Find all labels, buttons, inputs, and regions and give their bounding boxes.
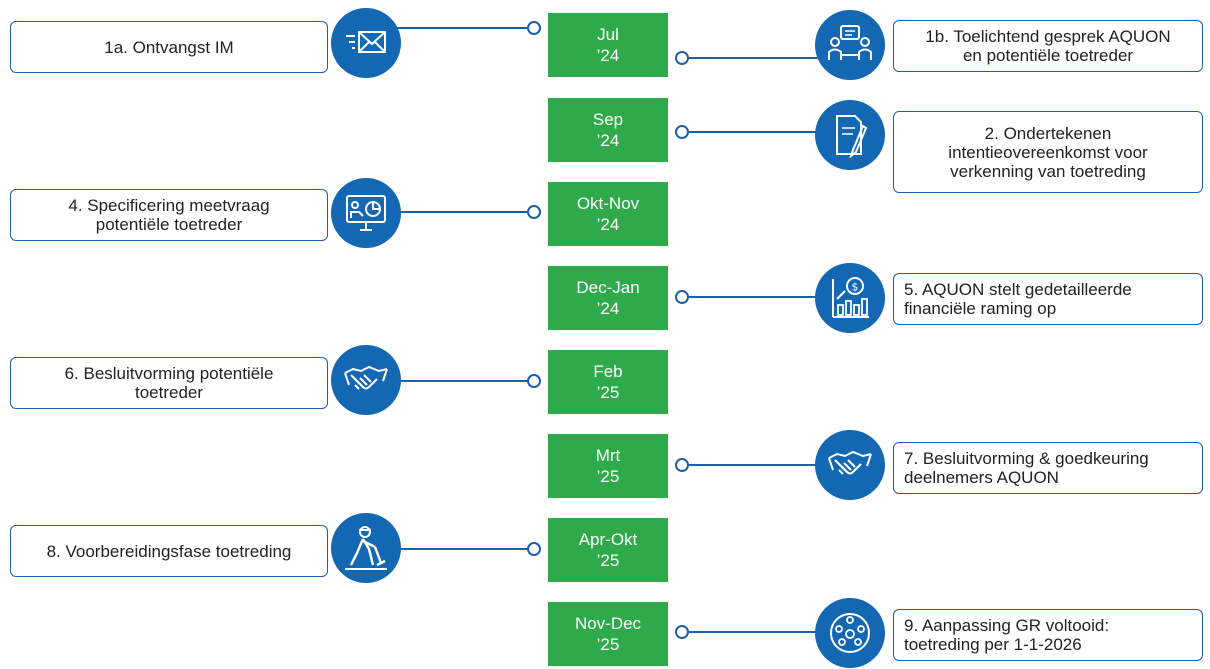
- date-box: Dec-Jan ’24: [548, 266, 668, 330]
- meeting-icon: [815, 10, 885, 80]
- date-month-label: Apr-Okt: [578, 530, 638, 549]
- milestone-label-line: intentieovereenkomst voor: [948, 142, 1148, 162]
- finance-chart-icon: $: [815, 263, 885, 333]
- connector-node: [527, 542, 541, 556]
- connector-node: [675, 458, 689, 472]
- svg-text:$: $: [852, 281, 859, 294]
- date-box: Sep ’24: [548, 98, 668, 162]
- milestone-label-line: 1a. Ontvangst IM: [104, 37, 234, 57]
- milestone-label-line: en potentiële toetreder: [962, 46, 1134, 65]
- milestone-label-line: 4. Specificering meetvraag: [68, 196, 270, 215]
- milestone-label-box: 9. Aanpassing GR voltooid:toetreding per…: [893, 609, 1203, 661]
- connector-node: [675, 51, 689, 65]
- date-year-label: ’25: [596, 383, 620, 402]
- connector-node: [675, 625, 689, 639]
- date-month-label: Jul: [597, 25, 619, 44]
- milestone-label-line: 2. Ondertekenen: [984, 123, 1112, 143]
- milestone-label-line: 1b. Toelichtend gesprek AQUON: [925, 27, 1171, 46]
- milestone-label-line: deelnemers AQUON: [904, 468, 1059, 487]
- date-month-label: Dec-Jan: [576, 278, 640, 297]
- date-box: Jul ’24: [548, 13, 668, 77]
- date-month-label: Nov-Dec: [574, 614, 642, 633]
- date-box: Okt-Nov ’24: [548, 182, 668, 246]
- date-month-label: Mrt: [595, 446, 621, 465]
- milestone-label-line: 8. Voorbereidingsfase toetreding: [46, 541, 292, 561]
- connector-node: [527, 21, 541, 35]
- date-box: Feb ’25: [548, 350, 668, 414]
- connector-node: [527, 205, 541, 219]
- date-month-label: Okt-Nov: [576, 194, 640, 213]
- milestone-label-line: 5. AQUON stelt gedetailleerde: [904, 280, 1132, 299]
- milestone-label-line: 6. Besluitvorming potentiële: [64, 364, 274, 383]
- handshake-icon: [815, 430, 885, 500]
- date-box: Nov-Dec ’25: [548, 602, 668, 666]
- milestone-label-line: 7. Besluitvorming & goedkeuring: [904, 449, 1149, 468]
- community-network-icon: [815, 598, 885, 668]
- milestone-label-line: verkenning van toetreding: [950, 161, 1146, 181]
- date-year-label: ’24: [596, 299, 620, 318]
- date-year-label: ’24: [596, 215, 620, 234]
- connector-node: [675, 290, 689, 304]
- date-year-label: ’24: [596, 46, 620, 65]
- milestone-label-line: 9. Aanpassing GR voltooid:: [904, 616, 1110, 635]
- date-year-label: ’25: [596, 635, 620, 654]
- connector-node: [527, 374, 541, 388]
- milestone-label-box: 1a. Ontvangst IM: [10, 21, 328, 73]
- presentation-chart-icon: [331, 178, 401, 248]
- date-box: Mrt ’25: [548, 434, 668, 498]
- handshake-icon: [331, 345, 401, 415]
- date-year-label: ’25: [596, 551, 620, 570]
- date-month-label: Feb: [593, 362, 623, 381]
- date-year-label: ’24: [596, 131, 620, 150]
- worker-digging-icon: [331, 513, 401, 583]
- milestone-label-line: toetreding per 1-1-2026: [904, 635, 1082, 654]
- date-month-label: Sep: [592, 110, 624, 129]
- envelope-icon: [331, 8, 401, 78]
- date-year-label: ’25: [596, 467, 620, 486]
- connector-node: [675, 125, 689, 139]
- milestone-label-line: financiële raming op: [904, 299, 1057, 318]
- milestone-label-box: 8. Voorbereidingsfase toetreding: [10, 525, 328, 577]
- milestone-label-line: toetreder: [134, 383, 204, 402]
- document-sign-icon: [815, 100, 885, 170]
- date-box: Apr-Okt ’25: [548, 518, 668, 582]
- milestone-label-line: potentiële toetreder: [95, 215, 243, 234]
